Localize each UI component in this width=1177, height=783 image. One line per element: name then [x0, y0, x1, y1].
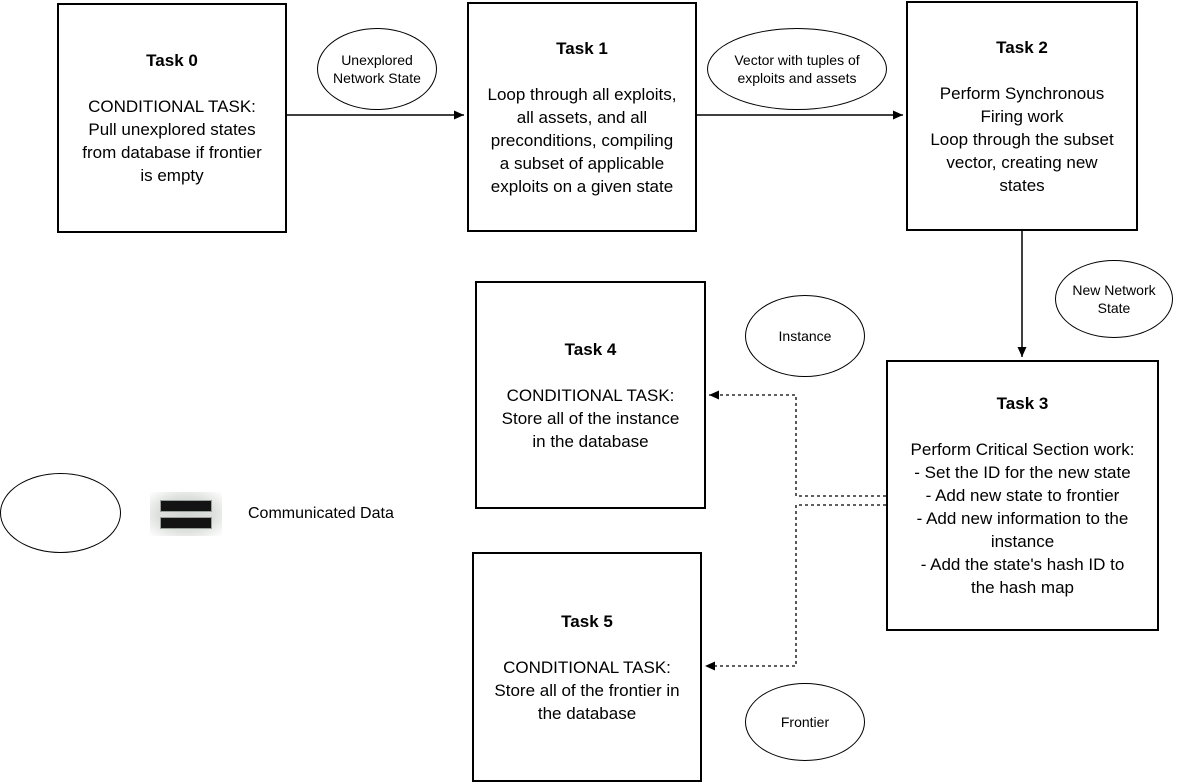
task4-title: Task 4 — [564, 339, 617, 359]
task2-box: Task 2 Perform Synchronous Firing work L… — [906, 1, 1138, 231]
task4-body: CONDITIONAL TASK: Store all of the insta… — [501, 385, 680, 451]
legend-ellipse — [0, 473, 121, 553]
unexplored-network-state-label: Unexplored Network State — [333, 52, 421, 86]
task1-title: Task 1 — [556, 38, 608, 58]
task0-box: Task 0 CONDITIONAL TASK: Pull unexplored… — [57, 3, 287, 233]
dashed-connector-task3-to-task5 — [705, 504, 886, 671]
task3-box: Task 3 Perform Critical Section work: - … — [886, 360, 1159, 631]
task1-body: Loop through all exploits, all assets, a… — [487, 84, 677, 196]
legend-label: Communicated Data — [248, 505, 394, 522]
frontier-label: Frontier — [780, 714, 830, 730]
task5-body: CONDITIONAL TASK: Store all of the front… — [494, 657, 680, 723]
instance-ellipse: Instance — [745, 295, 865, 377]
task5-box: Task 5 CONDITIONAL TASK: Store all of th… — [472, 552, 702, 782]
task2-title: Task 2 — [996, 37, 1048, 57]
task0-body: CONDITIONAL TASK: Pull unexplored states… — [82, 97, 262, 185]
task4-box: Task 4 CONDITIONAL TASK: Store all of th… — [475, 281, 706, 509]
frontier-ellipse: Frontier — [745, 683, 865, 761]
new-network-state-label: New Network State — [1072, 282, 1156, 316]
task5-title: Task 5 — [561, 611, 613, 631]
dashed-connector-task3-to-task4 — [709, 390, 886, 497]
equals-sign-icon — [150, 492, 222, 536]
instance-label: Instance — [778, 328, 832, 344]
equals-bar-bottom — [160, 516, 212, 529]
task3-body: Perform Critical Section work: - Set the… — [910, 440, 1135, 597]
new-network-state-ellipse: New Network State — [1055, 260, 1173, 338]
task0-title: Task 0 — [146, 51, 198, 70]
vector-tuples-label: Vector with tuples of exploits and asset… — [734, 52, 860, 86]
vector-tuples-ellipse: Vector with tuples of exploits and asset… — [707, 28, 887, 110]
task2-body: Perform Synchronous Firing work Loop thr… — [930, 83, 1114, 195]
unexplored-network-state-ellipse: Unexplored Network State — [317, 28, 437, 110]
task1-box: Task 1 Loop through all exploits, all as… — [467, 2, 697, 232]
task3-title: Task 3 — [996, 394, 1049, 413]
equals-bar-top — [160, 499, 212, 512]
